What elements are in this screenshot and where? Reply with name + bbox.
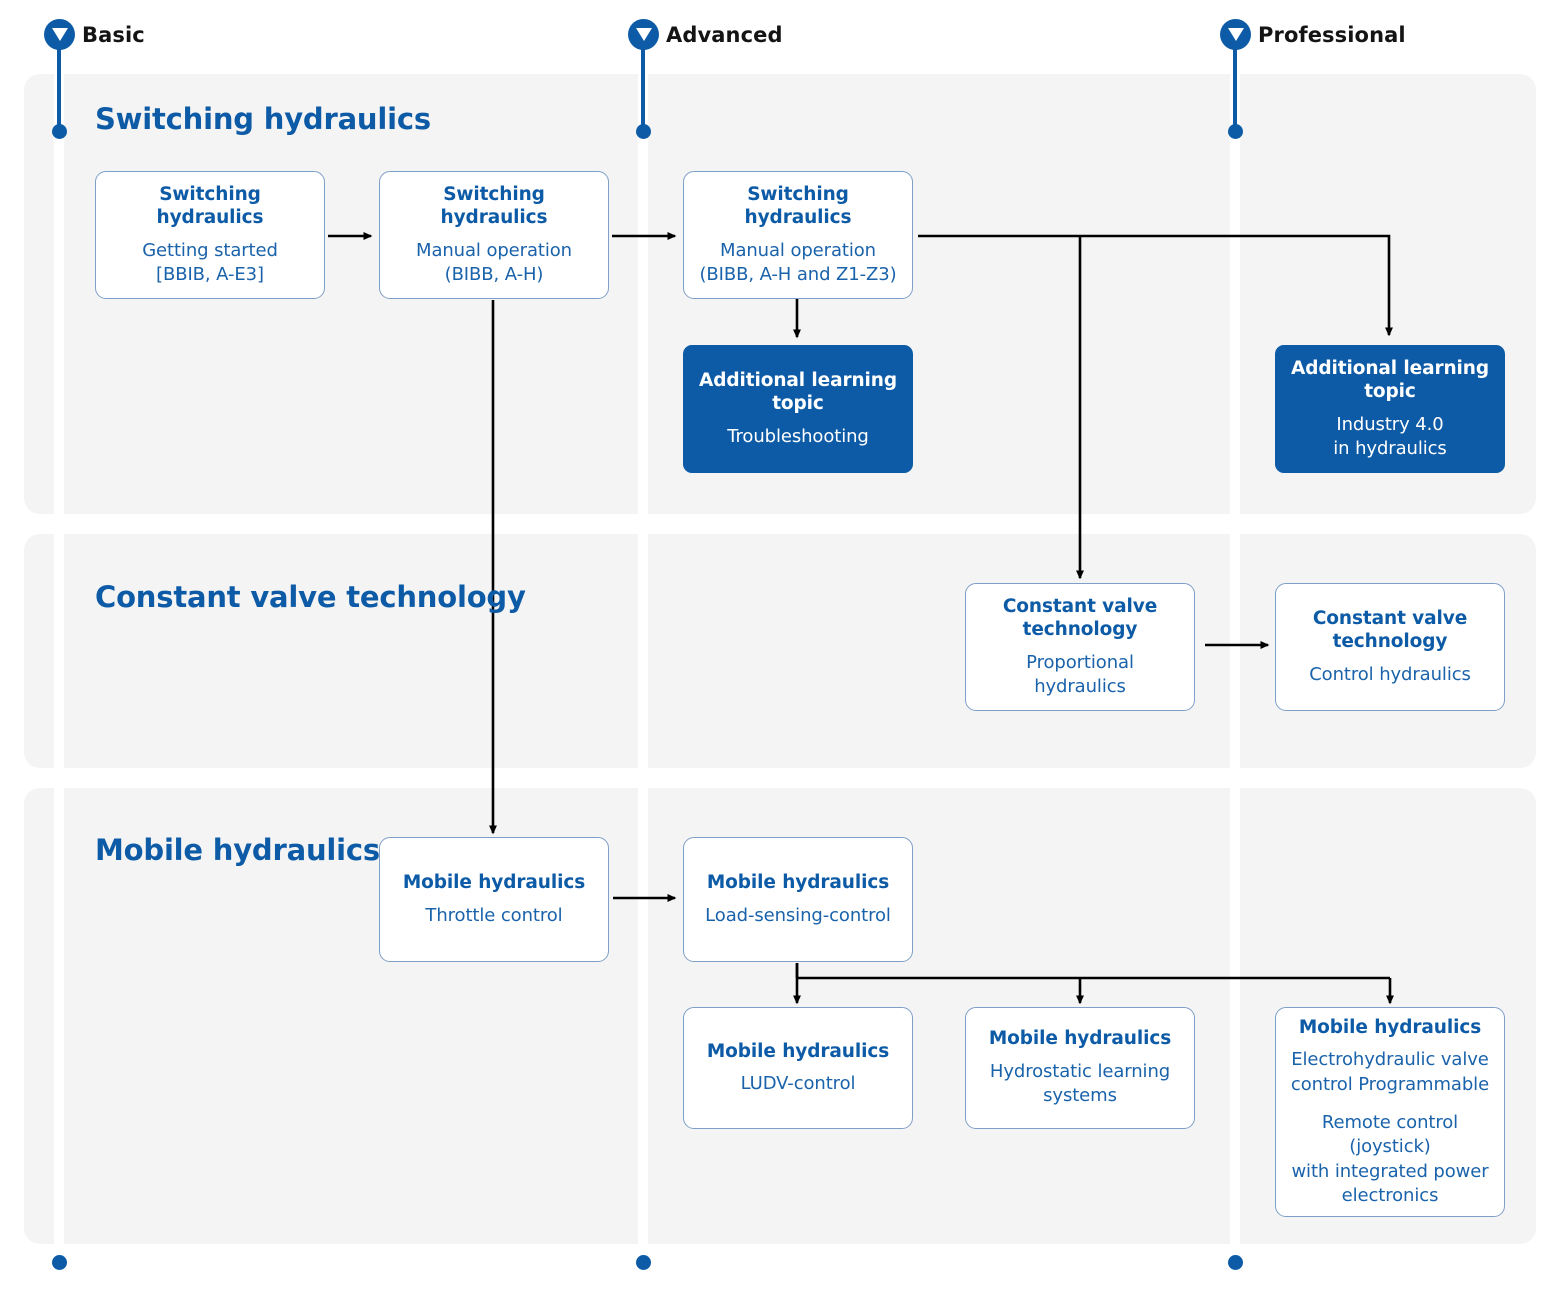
card-title: Mobile hydraulics (402, 872, 586, 894)
level-label-advanced: Advanced (666, 23, 783, 47)
section-title-switching: Switching hydraulics (95, 102, 431, 136)
card-title: Switching hydraulics (156, 183, 264, 229)
level-pin-basic-icon (44, 19, 75, 50)
card-subtitle: LUDV-control (740, 1073, 856, 1095)
level-dot-bottom-professional (1228, 1255, 1243, 1270)
card-subtitle-2: Remote control (joystick)with integrated… (1291, 1112, 1489, 1206)
level-label-basic: Basic (82, 23, 145, 47)
level-dot-top-advanced (636, 124, 651, 139)
lane-gutter-professional (1230, 74, 1240, 1244)
level-dot-top-basic (52, 124, 67, 139)
card-subtitle: Control hydraulics (1309, 664, 1471, 686)
level-rail-professional (1233, 44, 1237, 134)
card-subtitle: Manual operation(BIBB, A-H) (416, 239, 572, 286)
card-mobile-ludv-control[interactable]: Mobile hydraulics LUDV-control (683, 1007, 913, 1129)
card-title: Mobile hydraulics (706, 1040, 890, 1062)
card-mobile-electrohydraulic[interactable]: Mobile hydraulics Electrohydraulic valve… (1275, 1007, 1505, 1217)
lane-gutter-advanced (638, 74, 648, 1244)
card-subtitle: Getting started[BBIB, A-E3] (142, 239, 278, 286)
card-subtitle: Throttle control (425, 904, 563, 926)
card-title: Mobile hydraulics (1298, 1016, 1482, 1038)
level-rail-advanced (641, 44, 645, 134)
card-subtitle: Troubleshooting (727, 426, 869, 448)
card-switching-manual-operation-z[interactable]: Switching hydraulics Manual operation(BI… (683, 171, 913, 299)
level-pin-advanced-icon (628, 19, 659, 50)
card-title: Additional learning topic (699, 369, 897, 415)
card-title: Additional learning topic (1291, 357, 1489, 403)
level-dot-top-professional (1228, 124, 1243, 139)
card-title: Switching hydraulics (744, 183, 852, 229)
card-switching-getting-started[interactable]: Switching hydraulics Getting started[BBI… (95, 171, 325, 299)
level-dot-bottom-advanced (636, 1255, 651, 1270)
card-mobile-load-sensing[interactable]: Mobile hydraulics Load-sensing-control (683, 837, 913, 962)
section-title-constant: Constant valve technology (95, 580, 526, 614)
section-title-mobile: Mobile hydraulics (95, 833, 380, 867)
level-dot-bottom-basic (52, 1255, 67, 1270)
card-additional-topic-troubleshooting[interactable]: Additional learning topic Troubleshootin… (683, 345, 913, 473)
level-rail-basic (57, 44, 61, 134)
card-title: Mobile hydraulics (706, 872, 890, 894)
card-title: Switching hydraulics (440, 183, 548, 229)
card-switching-manual-operation[interactable]: Switching hydraulics Manual operation(BI… (379, 171, 609, 299)
card-subtitle: Manual operation(BIBB, A-H and Z1-Z3) (699, 239, 897, 286)
lane-gutter-basic (54, 74, 64, 1244)
card-subtitle: Load-sensing-control (705, 904, 891, 926)
card-mobile-throttle-control[interactable]: Mobile hydraulics Throttle control (379, 837, 609, 962)
card-title: Mobile hydraulics (988, 1028, 1172, 1050)
card-subtitle: Proportional hydraulics (1026, 651, 1134, 698)
level-label-professional: Professional (1258, 23, 1406, 47)
level-pin-professional-icon (1220, 19, 1251, 50)
